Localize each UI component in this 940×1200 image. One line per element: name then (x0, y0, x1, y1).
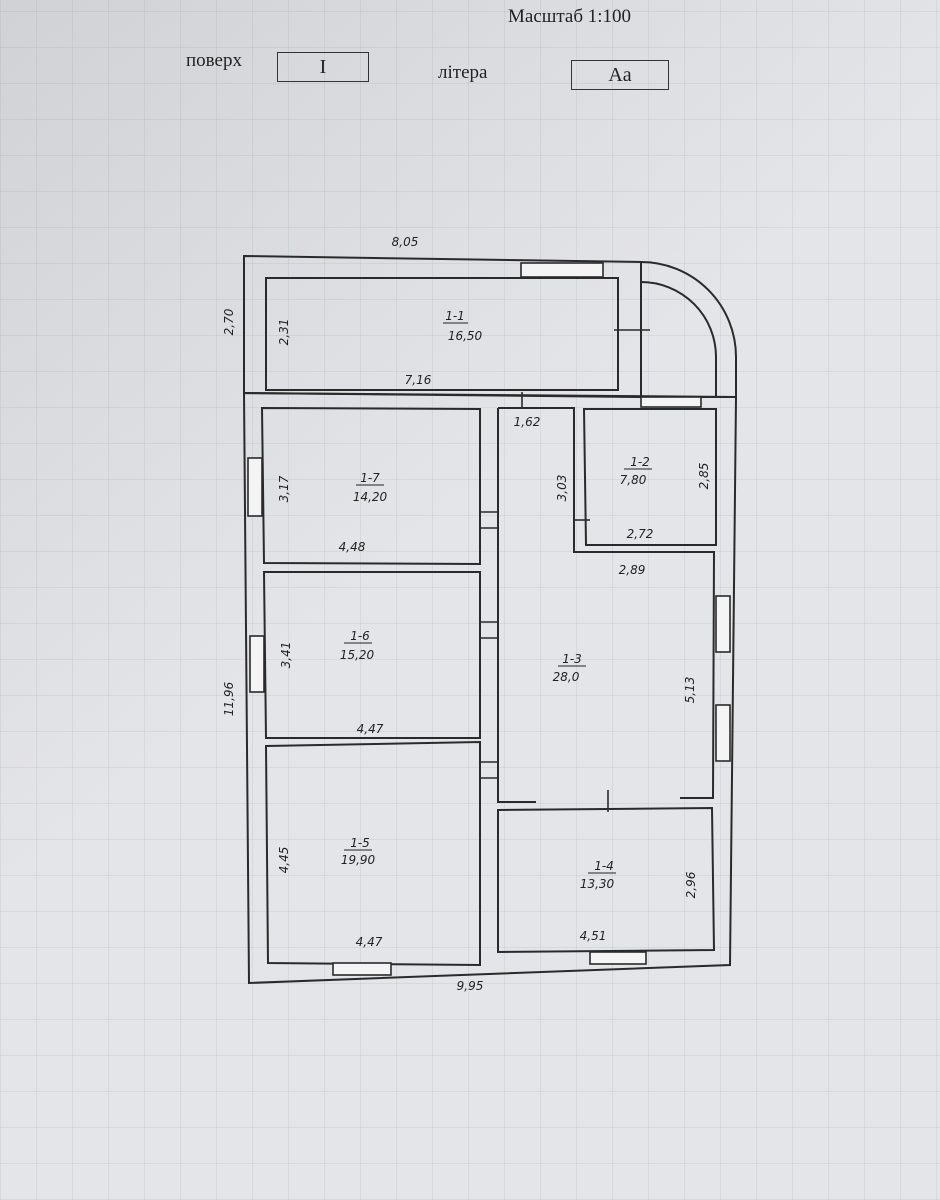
room-1-5-id: 1-5 (350, 836, 370, 850)
dim-r12-left: 3,03 (555, 475, 569, 502)
dim-top-total: 8,05 (392, 235, 419, 249)
dim-r14-width: 4,51 (580, 929, 607, 943)
dim-r15-height: 4,45 (277, 847, 291, 874)
window-room-1-3-a (715, 595, 731, 653)
window-bay (640, 396, 702, 408)
dim-r13-width: 2,89 (619, 563, 646, 577)
dim-r14-height: 2,96 (684, 871, 698, 898)
window-room-1-7 (247, 457, 263, 517)
room-1-6-outline (262, 571, 481, 739)
room-1-2-outline (582, 408, 717, 546)
dimensions: 8,05 2,70 11,96 9,95 2,31 7,16 1,62 3,17… (222, 235, 711, 993)
room-1-6-area: 15,20 (340, 648, 375, 662)
dim-corridor-width: 1,62 (514, 415, 541, 429)
dim-r17-width: 4,48 (339, 540, 366, 554)
letter-box: Aa (571, 60, 669, 90)
letter-label: літера (438, 62, 488, 83)
room-1-3-outline (497, 407, 716, 803)
room-1-7-id: 1-7 (360, 471, 380, 485)
doors (480, 310, 650, 812)
room-labels: 1-1 16,50 1-2 7,80 1-3 28,0 1-4 13,30 1-… (340, 309, 652, 891)
dim-r11-height: 2,31 (277, 319, 291, 346)
window-top (520, 262, 604, 278)
dim-r17-height: 3,17 (277, 475, 291, 502)
room-1-4-id: 1-4 (594, 859, 614, 873)
dim-r12-right: 2,85 (697, 463, 711, 490)
window-room-1-5 (332, 962, 392, 976)
dim-r12-width: 2,72 (627, 527, 654, 541)
windows (247, 262, 731, 976)
dim-r11-width: 7,16 (405, 373, 432, 387)
scale-label: Масштаб 1:100 (508, 6, 632, 27)
walls (242, 254, 738, 985)
bay-window-outer (640, 261, 737, 398)
dim-r16-width: 4,47 (357, 722, 384, 736)
outer-wall-main (242, 391, 738, 985)
room-1-4-outline (497, 806, 716, 954)
floor-box: I (277, 52, 369, 82)
window-room-1-6 (249, 635, 265, 693)
room-1-1-area: 16,50 (448, 329, 483, 343)
room-1-2-area: 7,80 (620, 473, 647, 487)
room-1-1-id: 1-1 (445, 309, 465, 323)
dim-left-top: 2,70 (222, 308, 236, 335)
room-1-5-area: 19,90 (341, 853, 376, 867)
room-1-5-outline (264, 740, 481, 967)
room-1-3-id: 1-3 (562, 652, 582, 666)
room-1-6-id: 1-6 (350, 629, 370, 643)
dim-r16-height: 3,41 (279, 642, 293, 669)
room-1-2-id: 1-2 (630, 455, 650, 469)
room-1-4-area: 13,30 (580, 877, 615, 891)
dim-r15-width: 4,47 (356, 935, 383, 949)
room-1-7-area: 14,20 (353, 490, 388, 504)
dim-left-total: 11,96 (222, 681, 236, 716)
room-1-3-area: 28,0 (553, 670, 580, 684)
floor-label: поверх (186, 50, 242, 71)
bay-window-inner (640, 281, 717, 397)
dim-bottom-total: 9,95 (457, 979, 484, 993)
window-room-1-3-b (715, 704, 731, 762)
room-1-7-outline (260, 406, 481, 566)
room-1-1-outline (265, 277, 619, 391)
window-room-1-4 (589, 951, 647, 965)
dim-r13-height: 5,13 (683, 677, 697, 704)
